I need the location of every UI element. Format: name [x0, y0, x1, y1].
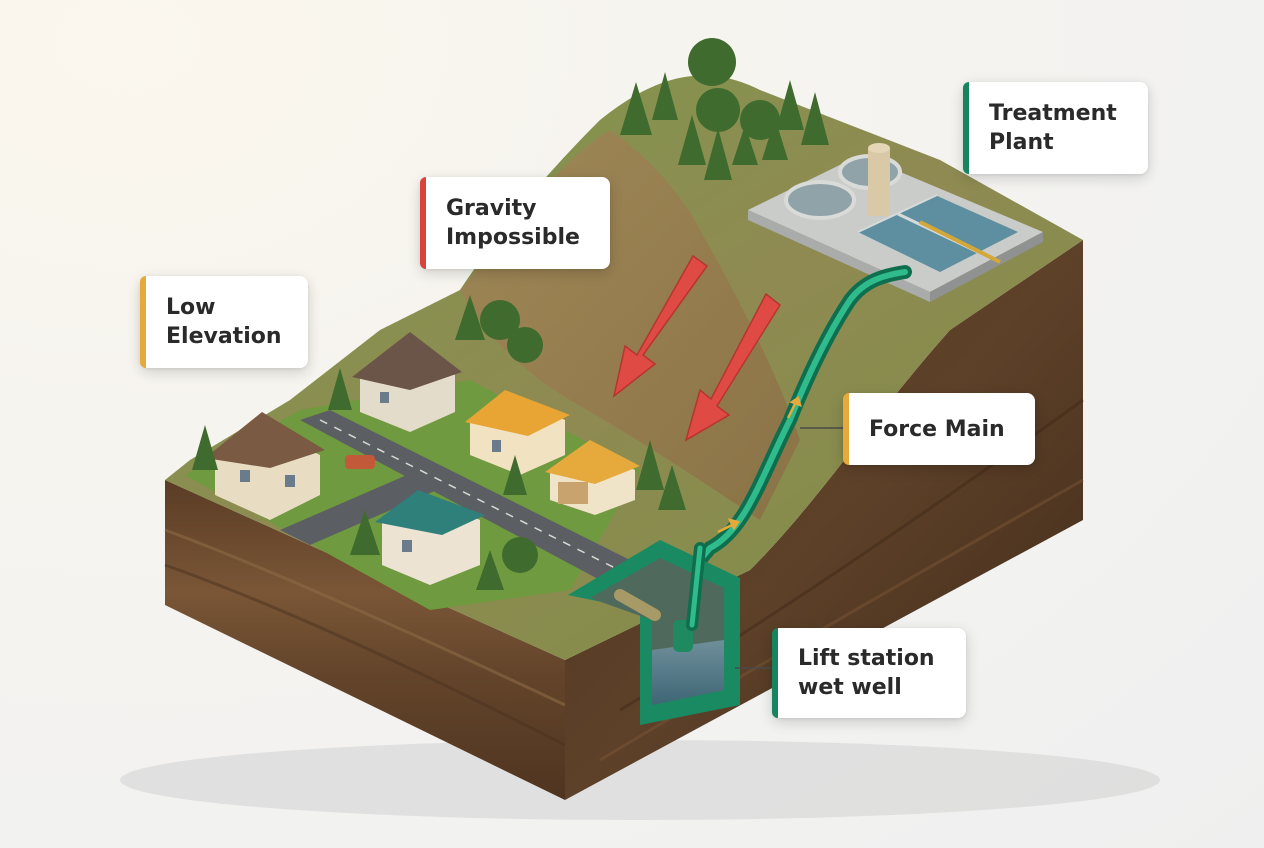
label-treatment-plant: Treatment Plant: [963, 82, 1148, 174]
house-2: [352, 332, 462, 432]
accent-bar: [140, 276, 146, 368]
label-low-elevation: Low Elevation: [140, 276, 308, 368]
house-4: [375, 490, 485, 585]
label-text: Lift station wet well: [798, 646, 935, 700]
car: [345, 455, 375, 469]
accent-bar: [843, 393, 849, 465]
house-3: [465, 390, 570, 475]
road-cross: [280, 465, 460, 545]
accent-bar: [963, 82, 969, 174]
leader-lines: [735, 427, 843, 669]
label-text: Force Main: [869, 416, 1005, 442]
lift-station-wet-well: [568, 540, 740, 725]
accent-bar: [772, 628, 778, 718]
label-text: Low Elevation: [166, 295, 282, 349]
ground-shadow: [120, 740, 1160, 820]
label-text: Treatment Plant: [989, 101, 1117, 155]
soil-front-face: [165, 480, 565, 800]
label-gravity-impossible: Gravity Impossible: [420, 177, 610, 269]
label-force-main: Force Main: [843, 393, 1035, 465]
label-lift-station: Lift station wet well: [772, 628, 966, 718]
label-text: Gravity Impossible: [446, 196, 580, 250]
road: [300, 410, 630, 580]
garage: [545, 440, 640, 515]
trees: [192, 38, 829, 590]
house-1: [205, 412, 325, 520]
accent-bar: [420, 177, 426, 269]
red-downhill-arrow: [612, 254, 781, 442]
